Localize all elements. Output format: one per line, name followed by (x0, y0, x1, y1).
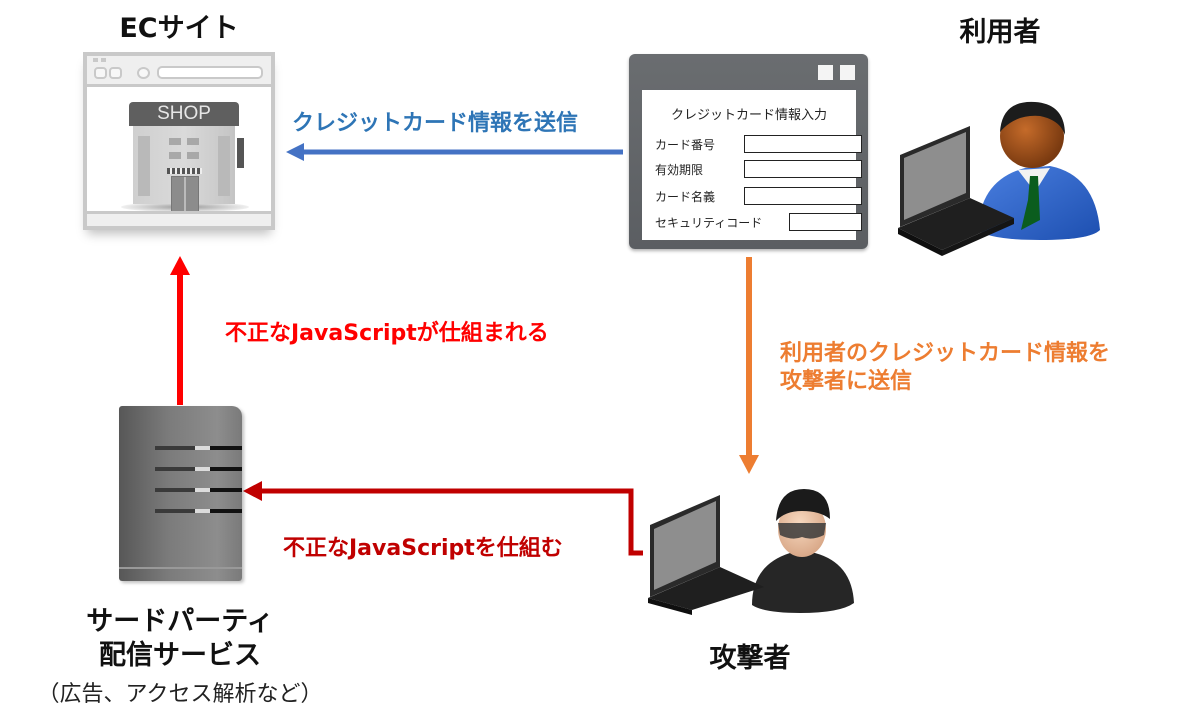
third-party-title: サードパーティ 配信サービス (40, 605, 320, 673)
third-party-title-line1: サードパーティ (86, 606, 274, 637)
ec-site-title: ECサイト (119, 13, 239, 44)
card-holder-label: カード名義 (655, 190, 716, 204)
server-drive-bay (119, 507, 242, 514)
third-party-subtitle: （広告、アクセス解析など） (37, 682, 323, 707)
server-drive-bay (119, 444, 242, 451)
card-holder-field[interactable] (744, 187, 862, 205)
third-party-title-line2: 配信サービス (99, 640, 261, 671)
card-number-field[interactable] (744, 135, 862, 153)
arrow-plant-js (243, 481, 643, 556)
security-code-field[interactable] (789, 213, 862, 231)
card-number-label: カード番号 (655, 138, 716, 152)
shop-sign: SHOP (129, 102, 239, 126)
window-minimize-icon (818, 65, 833, 80)
attacker-title: 攻撃者 (709, 643, 791, 674)
url-bar (157, 66, 263, 79)
expiry-label: 有効期限 (655, 163, 704, 177)
exfiltrate-label: 利用者のクレジットカード情報を 攻撃者に送信 (780, 340, 1110, 396)
laptop-icon (898, 126, 1014, 256)
plant-js-label: 不正なJavaScriptを仕組む (283, 536, 563, 561)
arrow-js-injected (170, 256, 190, 405)
arrow-send-card (286, 143, 623, 161)
js-injected-label: 不正なJavaScriptが仕組まれる (225, 321, 549, 346)
back-icon (94, 67, 107, 79)
expiry-field[interactable] (744, 160, 862, 178)
user-with-laptop-icon (898, 101, 1100, 256)
attacker-with-laptop-icon (648, 489, 854, 615)
attacker-body (752, 553, 854, 613)
arrow-exfiltrate (739, 257, 759, 474)
card-form-title: クレジットカード情報入力 (670, 108, 827, 123)
server-icon (119, 406, 242, 581)
send-card-label: クレジットカード情報を送信 (292, 111, 579, 136)
reload-icon (137, 67, 150, 79)
security-code-label: セキュリティコード (655, 216, 763, 230)
browser-toolbar (87, 56, 271, 87)
server-drive-bay (119, 486, 242, 493)
card-input-window: クレジットカード情報入力 カード番号 有効期限 カード名義 セキュリティコード (629, 54, 868, 249)
window-close-icon (840, 65, 855, 80)
ec-site-browser-icon: SHOP (83, 52, 275, 230)
forward-icon (109, 67, 122, 79)
user-title: 利用者 (959, 17, 1041, 48)
exfiltrate-label-line1: 利用者のクレジットカード情報を (780, 341, 1111, 366)
server-drive-bay (119, 465, 242, 472)
exfiltrate-label-line2: 攻撃者に送信 (780, 369, 913, 394)
laptop-icon (648, 495, 764, 615)
